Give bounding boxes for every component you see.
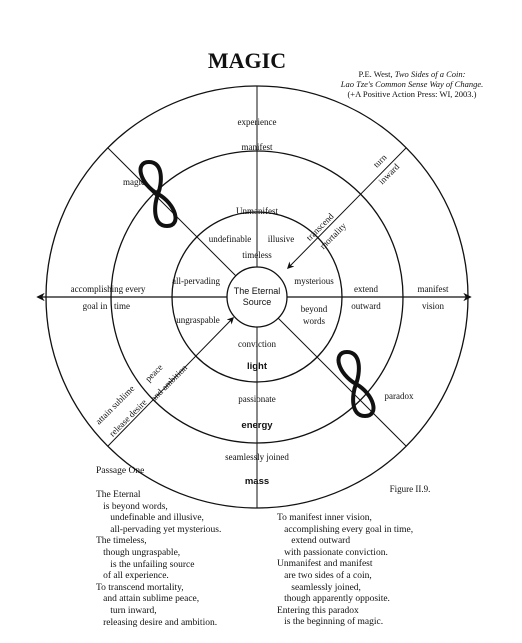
label-goal-in: goal in <box>83 301 108 311</box>
label-light: light <box>247 361 268 372</box>
passage-left-column: The Eternal is beyond words, undefinable… <box>96 490 221 629</box>
passage-left-line: The Eternal <box>96 490 141 500</box>
figure-label: Figure II.9. <box>390 484 431 494</box>
passage-left-line: all-pervading yet mysterious. <box>96 524 222 535</box>
label-conviction: conviction <box>238 339 276 349</box>
label-time: time <box>114 301 130 311</box>
citation-book-title: Two Sides of a Coin: <box>395 69 466 79</box>
label-manifest-top: manifest <box>242 142 273 152</box>
label-turn: turn <box>371 152 389 170</box>
magic-infinity-symbol <box>138 159 178 229</box>
label-peace: peace <box>143 362 165 384</box>
passage-right-line: are two sides of a coin, <box>277 570 372 581</box>
passage-right-column: To manifest inner vision, accomplishing … <box>277 513 413 629</box>
label-outward: outward <box>351 301 381 311</box>
spoke-upper-left <box>107 147 237 277</box>
passage-left-line: and attain sublime peace, <box>96 594 200 605</box>
passage-left-line: undefinable and illusive, <box>96 513 204 524</box>
label-paradox: paradox <box>385 391 414 401</box>
label-unmanifest: Unmanifest <box>236 206 278 216</box>
paradox-infinity-symbol <box>336 349 376 419</box>
label-mysterious: mysterious <box>294 276 334 286</box>
passage-left-line: turn inward, <box>96 605 157 616</box>
center-label-line1: The Eternal <box>234 286 281 296</box>
passage-left-line: is beyond words, <box>96 501 168 512</box>
passage-right-line: with passionate conviction. <box>277 547 388 558</box>
passage-left-line: though ungraspable, <box>96 547 181 558</box>
label-accomplishing-every: accomplishing every <box>71 284 146 294</box>
label-beyond: beyond <box>301 304 328 314</box>
passage-right-line: accomplishing every goal in time, <box>277 524 414 535</box>
passage-left-line: releasing desire and ambition. <box>96 617 218 628</box>
center-label-line2: Source <box>243 297 272 307</box>
label-vision: vision <box>422 301 445 311</box>
passage-heading: Passage One <box>96 466 145 476</box>
label-seamlessly-joined: seamlessly joined <box>225 452 289 462</box>
spoke-lower-right <box>277 317 407 447</box>
passage-right-line: extend outward <box>277 536 351 547</box>
citation-subtitle: Lao Tze's Common Sense Way of Change. <box>340 79 483 89</box>
label-timeless: timeless <box>242 250 272 260</box>
passage-left-line: of all experience. <box>96 571 169 582</box>
passage-right-line: To manifest inner vision, <box>277 513 372 523</box>
label-magic: magic <box>123 177 145 187</box>
label-undefinable: undefinable <box>209 234 251 244</box>
label-extend: extend <box>354 284 378 294</box>
passage-right-line: is the beginning of magic. <box>277 617 384 628</box>
passage-right-line: Entering this paradox <box>277 605 359 616</box>
label-manifest-right: manifest <box>418 284 449 294</box>
passage-right-line: seamlessly joined, <box>277 582 361 593</box>
label-energy: energy <box>241 420 273 431</box>
citation-publisher: (+A Positive Action Press: WI, 2003.) <box>347 89 476 99</box>
spoke-upper-right <box>287 147 407 269</box>
passage-right-line: Unmanifest and manifest <box>277 559 373 570</box>
page-title: MAGIC <box>208 48 286 73</box>
passage-right-line: though apparently opposite. <box>277 594 390 605</box>
label-words: words <box>303 316 325 326</box>
label-illusive: illusive <box>268 234 295 244</box>
label-ungraspable: ungraspable <box>176 315 219 325</box>
citation-author: P.E. West, <box>359 69 395 79</box>
label-passionate: passionate <box>238 394 276 404</box>
label-mass: mass <box>245 476 269 487</box>
label-all-pervading: all-pervading <box>172 276 220 286</box>
passage-left-line: To transcend mortality, <box>96 582 184 593</box>
passage-left-line: The timeless, <box>96 536 147 547</box>
citation: P.E. West, Two Sides of a Coin: <box>359 69 466 79</box>
spoke-lower-left <box>107 316 234 447</box>
label-experience: experience <box>238 117 277 127</box>
passage-left-line: is the unfailing source <box>96 559 195 570</box>
